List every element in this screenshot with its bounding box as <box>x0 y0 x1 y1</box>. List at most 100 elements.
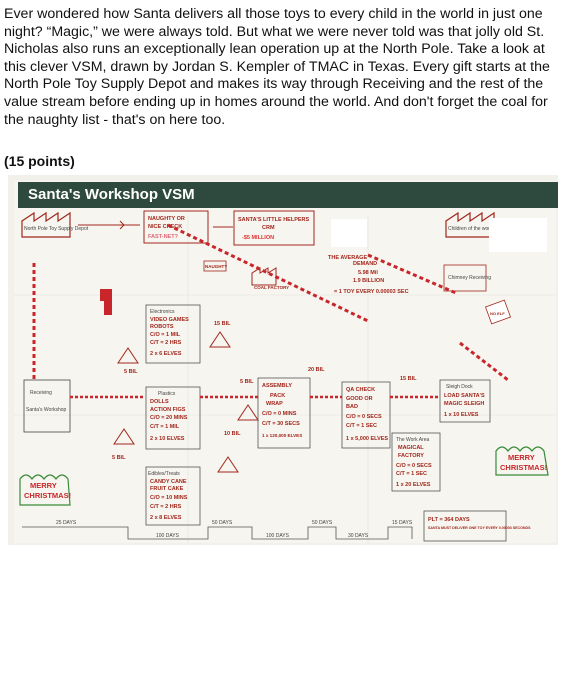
chimney-label: Chimney Receiving <box>448 275 491 281</box>
helpers-title: SANTA'S LITTLE HELPERS <box>238 217 310 223</box>
timeline-bottom-3: 30 DAYS <box>348 533 369 539</box>
qa-title: QA CHECK <box>346 387 375 393</box>
qa-item-1: GOOD OR <box>346 396 373 402</box>
supplier-factory-icon: North Pole Toy Supply Depot <box>21 211 89 238</box>
vsm-drawing: North Pole Toy Supply Depot NAUGHTY OR N… <box>19 210 549 542</box>
vsm-banner-title: Santa's Workshop VSM <box>28 186 195 203</box>
coal-factory-label: COAL FACTORY <box>254 285 289 290</box>
timeline-top-3: 50 DAYS <box>312 520 333 526</box>
naughty-label: NAUGHTY <box>205 264 227 269</box>
work-area-co: C/O = 0 SECS <box>396 463 432 469</box>
electronics-co: C/O = 1 MIL <box>150 332 181 338</box>
vsm-photo: Santa's Workshop VSM North Pole Toy Supp… <box>8 175 558 545</box>
assembly-item-2: WRAP <box>266 401 283 407</box>
sleigh-item-2: MAGIC SLEIGH <box>444 401 484 407</box>
assembly-title: ASSEMBLY <box>262 383 292 389</box>
qa-ct: C/T = 1 SEC <box>346 423 377 429</box>
assembly-co: C/O = 0 MINS <box>262 411 297 417</box>
work-area-item-1: MAGICAL <box>398 445 424 451</box>
electronics-process: Electronics VIDEO GAMES ROBOTS C/O = 1 M… <box>145 304 201 364</box>
edibles-title: Edibles/Treats <box>148 471 180 477</box>
little-helpers-box: SANTA'S LITTLE HELPERS CRM -$5 MILLION <box>233 210 315 246</box>
helpers-cost: -$5 MILLION <box>242 235 274 241</box>
toys-per-elf: = 1 TOY EVERY 0.00003 SEC <box>334 289 409 295</box>
sleigh-elves: 1 x 10 ELVES <box>444 412 479 418</box>
demand-value-2: 1.9 BILLION <box>353 278 384 284</box>
edibles-item-2: FRUIT CAKE <box>150 486 184 492</box>
question-points: (15 points) <box>4 153 75 169</box>
demand-block: THE AVERAGE DEMAND 5.98 Mil 1.9 BILLION … <box>328 255 409 295</box>
assembly-ct: C/T = 30 SECS <box>262 421 300 427</box>
plastics-ct: C/T = 1 MIL <box>150 424 180 430</box>
electronics-title: Electronics <box>150 309 175 315</box>
electronics-item-2: ROBOTS <box>150 324 174 330</box>
naughty-box-line-2: NICE CHECK <box>148 224 182 230</box>
merry-christmas-left: MERRY CHRISTMAS! <box>19 474 71 506</box>
helpers-crm: CRM <box>262 225 275 231</box>
inventory-label-4: 10 BIL <box>224 431 241 437</box>
photo-glare-patch-2 <box>331 219 367 247</box>
assembly-item-1: PACK <box>270 393 285 399</box>
demand-value-1: 5.98 Mil <box>358 270 378 276</box>
qa-item-2: BAD <box>346 404 358 410</box>
stocking-icon <box>100 289 112 315</box>
info-arrow <box>78 220 233 230</box>
timeline-bottom-1: 100 DAYS <box>156 533 180 539</box>
no-elf-sign: NO ELF <box>485 299 511 325</box>
timeline-top-1: 25 DAYS <box>56 520 77 526</box>
inventory-label-5: 5 BIL <box>112 455 126 461</box>
qa-process: QA CHECK GOOD OR BAD C/O = 0 SECS C/T = … <box>341 381 391 449</box>
demand-line-2: DEMAND <box>353 261 377 267</box>
work-area: The Work Area MAGICAL FACTORY C/O = 0 SE… <box>391 432 441 492</box>
sleigh-dock: Sleigh Dock LOAD SANTA'S MAGIC SLEIGH 1 … <box>439 379 491 423</box>
board-paper <box>14 181 556 543</box>
lead-note: SANTA MUST DELIVER ONE TOY EVERY 0.00003… <box>428 526 531 530</box>
electronics-ct: C/T = 2 HRS <box>150 340 182 346</box>
assembly-elves: 1 x 120,000 ELVES <box>262 433 302 438</box>
inventory-label-3: 5 BIL <box>240 379 254 385</box>
timeline <box>22 526 413 540</box>
receiving-process: Receiving Santa's Workshop <box>23 379 71 433</box>
edibles-ct: C/T = 2 HRS <box>150 504 182 510</box>
merry-christmas-right: MERRY CHRISTMAS! <box>495 446 549 476</box>
merry-left-line-2: CHRISTMAS! <box>24 491 71 500</box>
work-area-elves: 1 x 20 ELVES <box>396 482 431 488</box>
inventory-triangles <box>113 331 259 473</box>
question-text: Ever wondered how Santa delivers all tho… <box>4 6 550 128</box>
inventory-label-7: 15 BIL <box>400 376 417 382</box>
work-area-item-2: FACTORY <box>398 453 424 459</box>
naughty-nice-box: NAUGHTY OR NICE CHECK FAST-NET? <box>143 210 209 244</box>
coal-factory: NAUGHTY COAL FACTORY <box>203 260 289 290</box>
work-area-title: The Work Area <box>396 437 429 443</box>
electronics-elves: 2 x 6 ELVES <box>150 351 182 357</box>
merry-left-line-1: MERRY <box>30 481 57 490</box>
qa-elves: 1 x 5,000 ELVES <box>346 436 388 442</box>
naughty-box-line-3: FAST-NET? <box>148 234 179 240</box>
plastics-item-1: DOLLS <box>150 399 169 405</box>
timeline-top-2: 50 DAYS <box>212 520 233 526</box>
demand-line-1: THE AVERAGE <box>328 255 367 261</box>
electronics-item-1: VIDEO GAMES <box>150 317 189 323</box>
chimney-receiving: Chimney Receiving <box>443 264 491 292</box>
photo-glare-patch <box>489 218 547 252</box>
vsm-board <box>14 181 556 543</box>
workshop-label: Santa's Workshop <box>26 407 67 413</box>
inventory-label-1: 5 BIL <box>124 369 138 375</box>
inventory-label-6: 20 BIL <box>308 367 325 373</box>
sleigh-item-1: LOAD SANTA'S <box>444 393 485 399</box>
timeline-top-4: 15 DAYS <box>392 520 413 526</box>
sleigh-title: Sleigh Dock <box>446 384 473 390</box>
plastics-elves: 2 x 10 ELVES <box>150 436 185 442</box>
qa-co: C/O = 0 SECS <box>346 414 382 420</box>
customer-label: Children of the world 1.9 BILLION <box>448 226 523 232</box>
edibles-process: Edibles/Treats CANDY CANE FRUIT CAKE C/O… <box>145 466 201 526</box>
vsm-banner: Santa's Workshop VSM <box>18 182 558 208</box>
edibles-item-1: CANDY CANE <box>150 479 187 485</box>
sign-text: NO ELF <box>490 311 505 316</box>
naughty-box-line-1: NAUGHTY OR <box>148 216 185 222</box>
lead-time-box: PLT = 364 DAYS SANTA MUST DELIVER ONE TO… <box>423 510 531 542</box>
assembly-process: ASSEMBLY PACK WRAP C/O = 0 MINS C/T = 30… <box>257 377 311 449</box>
edibles-co: C/O = 10 MINS <box>150 495 188 501</box>
plastics-co: C/O = 20 MINS <box>150 415 188 421</box>
work-area-ct: C/T = 1 SEC <box>396 471 427 477</box>
